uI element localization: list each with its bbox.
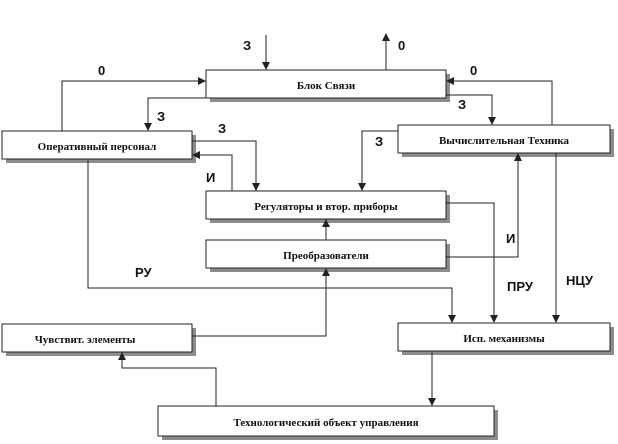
arrow-converters-to-regulators — [322, 219, 330, 240]
arrow-input-to-comm — [262, 35, 270, 70]
block-communication: Блок Связи — [205, 69, 450, 102]
block-actuators-label: Исп. механизмы — [463, 333, 545, 345]
label-comm-to-operators: З — [157, 109, 165, 124]
block-computing: Вычислительная Техника — [397, 124, 614, 157]
block-operators: Оперативный персонал — [1, 130, 196, 163]
label-regulators-to-operators: И — [206, 170, 215, 185]
arrow-actuators-to-object — [428, 351, 436, 406]
arrow-regulators-to-actuators — [446, 202, 498, 323]
label-operators-to-comm: 0 — [98, 63, 105, 78]
label-comm-input: З — [243, 38, 251, 53]
arrow-regulators-to-operators — [192, 151, 233, 191]
arrow-computing-to-actuators — [552, 153, 560, 323]
arrow-operators-to-regulators — [192, 140, 260, 191]
block-computing-label: Вычислительная Техника — [439, 135, 570, 147]
arrow-converters-to-computing — [446, 153, 522, 258]
arrow-comm-to-computing — [446, 94, 496, 125]
arrow-operators-to-comm — [61, 77, 206, 131]
block-regulators: Регуляторы и втор. приборы — [205, 190, 450, 223]
arrow-computing-to-comm — [446, 77, 553, 125]
block-converters-label: Преобразователи — [283, 250, 369, 262]
label-manual-control: РУ — [135, 265, 152, 280]
arrow-object-to-sensors — [118, 352, 217, 406]
block-sensors: Чувствит. элементы — [1, 323, 196, 356]
block-control-object-label: Технологический объект управления — [233, 417, 418, 429]
label-digital-control: НЦУ — [566, 273, 594, 288]
label-operators-to-regulators: З — [218, 121, 226, 136]
label-comm-output: 0 — [398, 38, 405, 53]
block-control-object: Технологический объект управления — [157, 405, 498, 440]
block-sensors-label: Чувствит. элементы — [35, 334, 136, 346]
label-remote-manual-control: ПРУ — [507, 279, 534, 294]
block-regulators-label: Регуляторы и втор. приборы — [254, 201, 398, 213]
block-actuators: Исп. механизмы — [397, 322, 614, 355]
block-operators-label: Оперативный персонал — [38, 141, 157, 153]
arrow-comm-to-operators — [144, 97, 226, 131]
block-communication-label: Блок Связи — [297, 80, 356, 92]
label-computing-to-comm: 0 — [470, 63, 477, 78]
arrow-sensors-to-converters — [192, 268, 330, 337]
label-comm-to-computing: З — [458, 97, 466, 112]
label-converters-to-computing: И — [506, 231, 515, 246]
arrow-computing-to-regulators — [358, 130, 398, 191]
label-computing-to-regulators: З — [375, 134, 383, 149]
arrow-comm-output — [382, 33, 390, 70]
arrow-operators-to-actuators — [87, 159, 456, 323]
block-converters: Преобразователи — [205, 239, 450, 272]
